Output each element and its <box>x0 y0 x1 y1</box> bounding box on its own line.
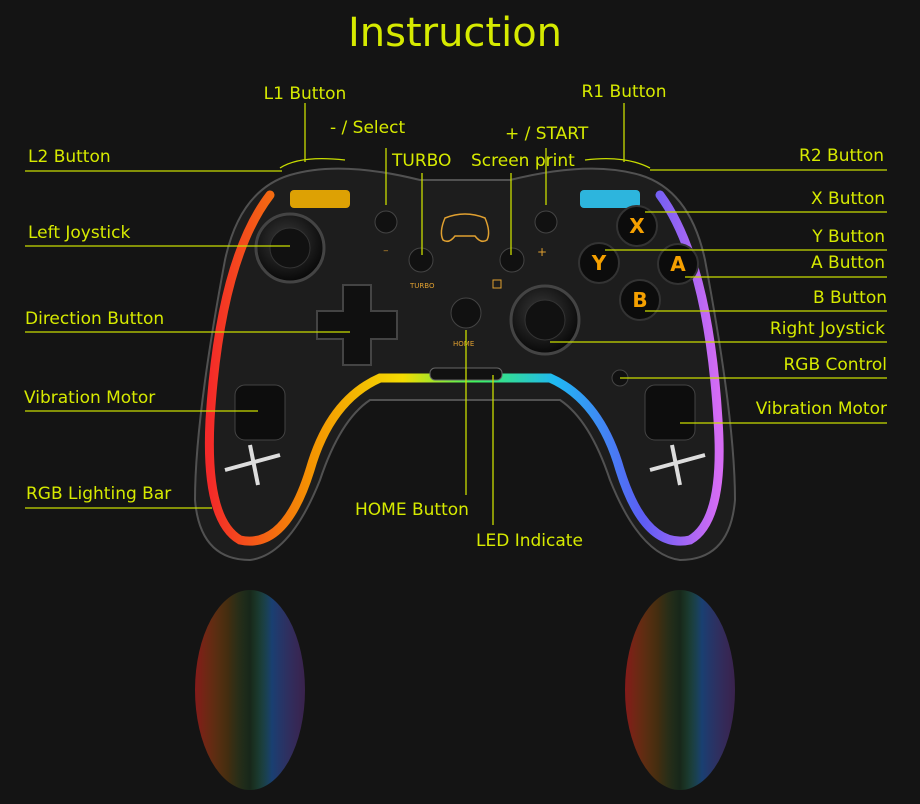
home-button <box>450 297 482 329</box>
label-l2: L2 Button <box>28 147 111 167</box>
label-rgb-bar: RGB Lighting Bar <box>26 484 171 504</box>
b-button-letter: B <box>632 288 647 312</box>
plus-mark: + <box>537 245 547 259</box>
label-select: - / Select <box>330 118 405 138</box>
label-right-joystick: Right Joystick <box>770 319 885 339</box>
label-y: Y Button <box>811 227 885 247</box>
label-led: LED Indicate <box>476 531 583 551</box>
page-title: Instruction <box>348 10 562 56</box>
label-x: X Button <box>811 189 885 209</box>
left-vibration-motor <box>234 384 286 441</box>
label-screen-print: Screen print <box>471 151 575 171</box>
label-turbo: TURBO <box>391 151 451 171</box>
y-button-letter: Y <box>591 251 607 275</box>
a-button-letter: A <box>670 252 686 276</box>
turbo-mark: TURBO <box>409 282 435 290</box>
gamepad-logo-icon <box>440 213 490 243</box>
label-vibration-left: Vibration Motor <box>24 388 155 408</box>
home-mark: HOME <box>453 340 474 348</box>
label-home: HOME Button <box>355 500 469 520</box>
right-vibration-motor <box>644 384 696 441</box>
face-buttons: X Y A B <box>578 205 699 321</box>
label-rgb-control: RGB Control <box>783 355 887 375</box>
labels: L1 Button - / Select TURBO L2 Button Lef… <box>24 82 887 551</box>
minus-mark: − <box>383 247 389 255</box>
x-button-letter: X <box>629 214 645 238</box>
turbo-button <box>408 247 434 273</box>
label-b: B Button <box>813 288 887 308</box>
start-button <box>534 210 558 234</box>
label-r2: R2 Button <box>799 146 884 166</box>
leader-lines <box>25 103 887 525</box>
floor-reflection <box>195 590 735 790</box>
select-button <box>374 210 398 234</box>
label-direction: Direction Button <box>25 309 164 329</box>
label-l1: L1 Button <box>264 84 347 104</box>
direction-pad <box>316 284 398 366</box>
gamepad: − TURBO + HOME X Y A B <box>193 158 737 562</box>
label-vibration-right: Vibration Motor <box>756 399 887 419</box>
label-r1: R1 Button <box>582 82 667 102</box>
screenshot-icon <box>492 279 502 289</box>
screen-print-button <box>499 247 525 273</box>
label-start: + / START <box>505 124 589 144</box>
label-a: A Button <box>811 253 885 273</box>
label-left-joystick: Left Joystick <box>28 223 130 243</box>
